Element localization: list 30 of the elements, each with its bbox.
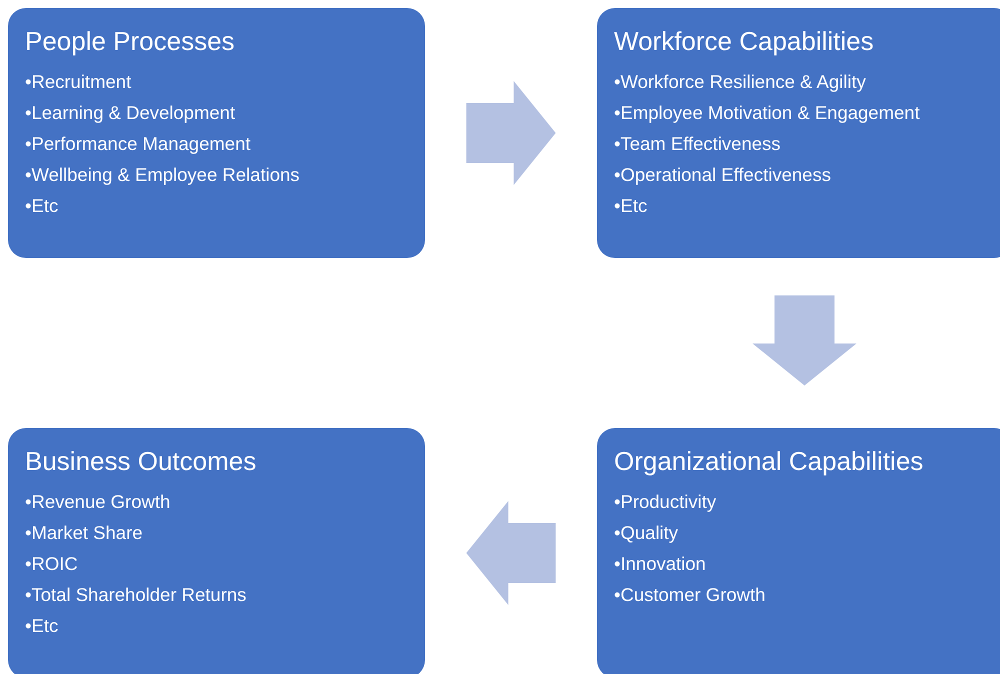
bullet-item: •Workforce Resilience & Agility — [614, 70, 866, 94]
process-box — [8, 8, 425, 258]
process-box — [8, 428, 425, 674]
process-box — [597, 428, 1000, 674]
bullet-item: •Etc — [614, 194, 648, 218]
bullet-item: •Learning & Development — [25, 101, 236, 125]
bullet-item: •Wellbeing & Employee Relations — [25, 163, 300, 187]
box-heading: Workforce Capabilities — [614, 25, 874, 58]
bullet-item: •Market Share — [25, 521, 143, 545]
block-arrow — [466, 501, 556, 605]
bullet-item: •Innovation — [614, 552, 706, 576]
box-heading: People Processes — [25, 25, 235, 58]
bullet-item: •Performance Management — [25, 132, 251, 156]
box-heading: Organizational Capabilities — [614, 445, 924, 478]
bullet-item: •Employee Motivation & Engagement — [614, 101, 920, 125]
block-arrow — [752, 295, 856, 386]
bullet-item: •Recruitment — [25, 70, 132, 94]
bullet-item: •Operational Effectiveness — [614, 163, 831, 187]
bullet-item: •ROIC — [25, 552, 78, 576]
bullet-item: •Productivity — [614, 490, 716, 514]
bullet-item: •Revenue Growth — [25, 490, 170, 514]
box-heading: Business Outcomes — [25, 445, 256, 478]
bullet-item: •Etc — [25, 614, 58, 638]
process-box — [597, 8, 1000, 258]
bullet-item: •Etc — [25, 194, 58, 218]
bullet-item: •Total Shareholder Returns — [25, 583, 246, 607]
bullet-item: •Quality — [614, 521, 678, 545]
block-arrow — [466, 81, 556, 185]
bullet-item: •Customer Growth — [614, 583, 766, 607]
bullet-item: •Team Effectiveness — [614, 132, 781, 156]
